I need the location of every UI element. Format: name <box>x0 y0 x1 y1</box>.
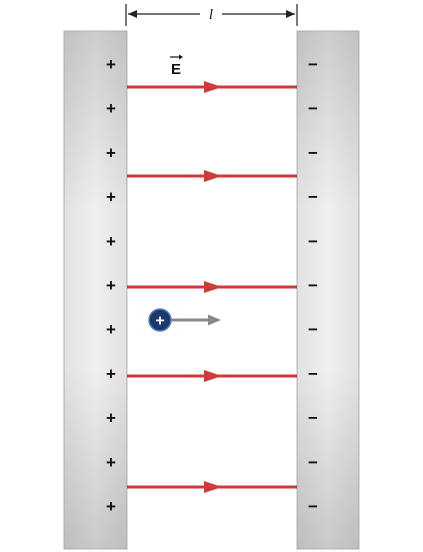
plus-sign: + <box>106 143 116 162</box>
plus-sign: + <box>106 453 116 472</box>
plus-sign: + <box>106 99 116 118</box>
field-line <box>127 370 297 382</box>
minus-sign: − <box>308 232 318 251</box>
minus-sign: − <box>308 276 318 295</box>
minus-sign: − <box>308 364 318 383</box>
field-label-group: E <box>170 54 183 78</box>
field-lines <box>127 81 297 493</box>
field-label: E <box>171 61 181 78</box>
field-line <box>127 281 297 293</box>
minus-sign: − <box>308 453 318 472</box>
plus-sign: + <box>106 497 116 516</box>
plus-sign: + <box>106 276 116 295</box>
plus-sign: + <box>106 364 116 383</box>
plus-sign: + <box>106 232 116 251</box>
minus-sign: − <box>308 55 318 74</box>
plus-sign: + <box>106 409 116 428</box>
minus-sign: − <box>308 409 318 428</box>
plus-sign: + <box>106 320 116 339</box>
positive-charge-icon <box>148 308 172 332</box>
plus-sign: + <box>106 188 116 207</box>
separation-label: l <box>209 7 213 23</box>
field-arrow-icon <box>204 481 222 493</box>
test-charge-group: + <box>148 308 221 332</box>
positive-plate <box>63 30 128 550</box>
negative-plate <box>296 30 360 550</box>
field-arrow-icon <box>204 170 222 182</box>
minus-sign: − <box>308 320 318 339</box>
separation-dimension: l <box>125 4 298 26</box>
minus-sign: − <box>308 99 318 118</box>
minus-sign: − <box>308 188 318 207</box>
field-line <box>127 81 297 93</box>
positive-charges: + + + + + + + + + + + <box>106 55 116 516</box>
plus-sign: + <box>106 55 116 74</box>
field-arrow-icon <box>204 81 222 93</box>
field-line <box>127 170 297 182</box>
field-arrow-icon <box>204 370 222 382</box>
field-line <box>127 481 297 493</box>
minus-sign: − <box>308 143 318 162</box>
negative-charges: − − − − − − − − − − − <box>308 55 318 516</box>
field-arrow-icon <box>204 281 222 293</box>
minus-sign: − <box>308 497 318 516</box>
charge-sign: + <box>155 313 164 330</box>
